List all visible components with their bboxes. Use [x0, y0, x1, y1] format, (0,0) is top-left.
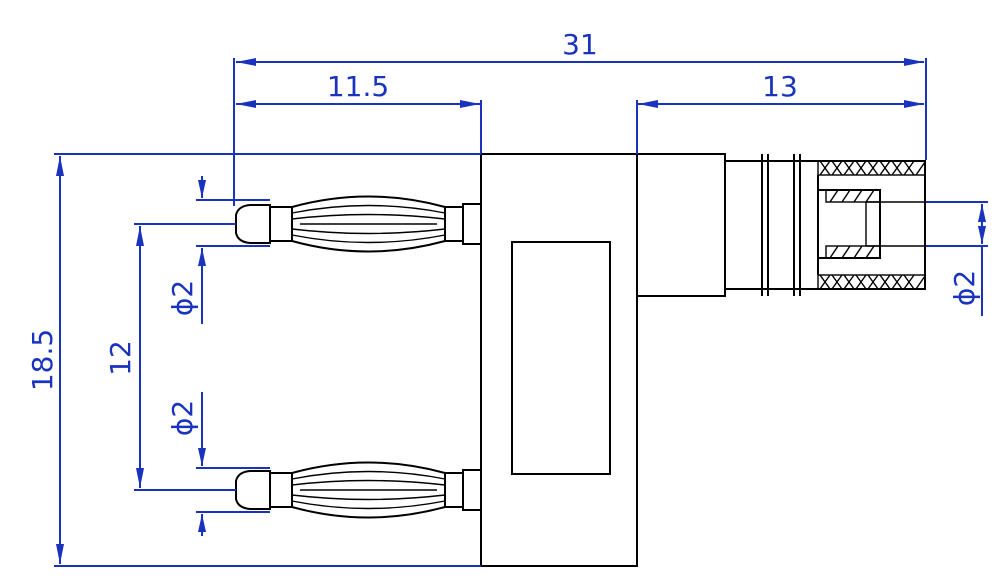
dimension-socket-diameter: ϕ2 [926, 201, 988, 316]
socket-housing [636, 153, 926, 297]
dimension-plug-length: 11.5 [236, 70, 482, 154]
dimension-bottom-plug-diameter: ϕ2 [166, 392, 270, 536]
adapter-body [480, 153, 638, 567]
dimension-socket-length: 13 [636, 70, 924, 154]
label-top-plug-diameter: ϕ2 [166, 280, 199, 316]
dimension-lines: 31 11.5 13 18.5 [26, 28, 988, 567]
dimension-plug-spacing: 12 [104, 223, 236, 491]
dimension-overall-length: 31 [233, 28, 927, 206]
banana-plug-top [235, 195, 482, 253]
adapter-part [235, 153, 926, 567]
label-socket-diameter: ϕ2 [948, 270, 981, 306]
label-overall-height: 18.5 [26, 329, 59, 391]
label-window [511, 241, 611, 475]
label-socket-length: 13 [762, 70, 798, 103]
label-bottom-plug-diameter: ϕ2 [166, 400, 199, 436]
dimension-overall-height: 18.5 [26, 153, 481, 567]
label-overall-length: 31 [562, 28, 598, 61]
label-plug-length: 11.5 [327, 70, 389, 103]
dimension-top-plug-diameter: ϕ2 [166, 176, 270, 324]
label-plug-spacing: 12 [104, 340, 137, 376]
banana-plug-bottom [235, 461, 482, 519]
